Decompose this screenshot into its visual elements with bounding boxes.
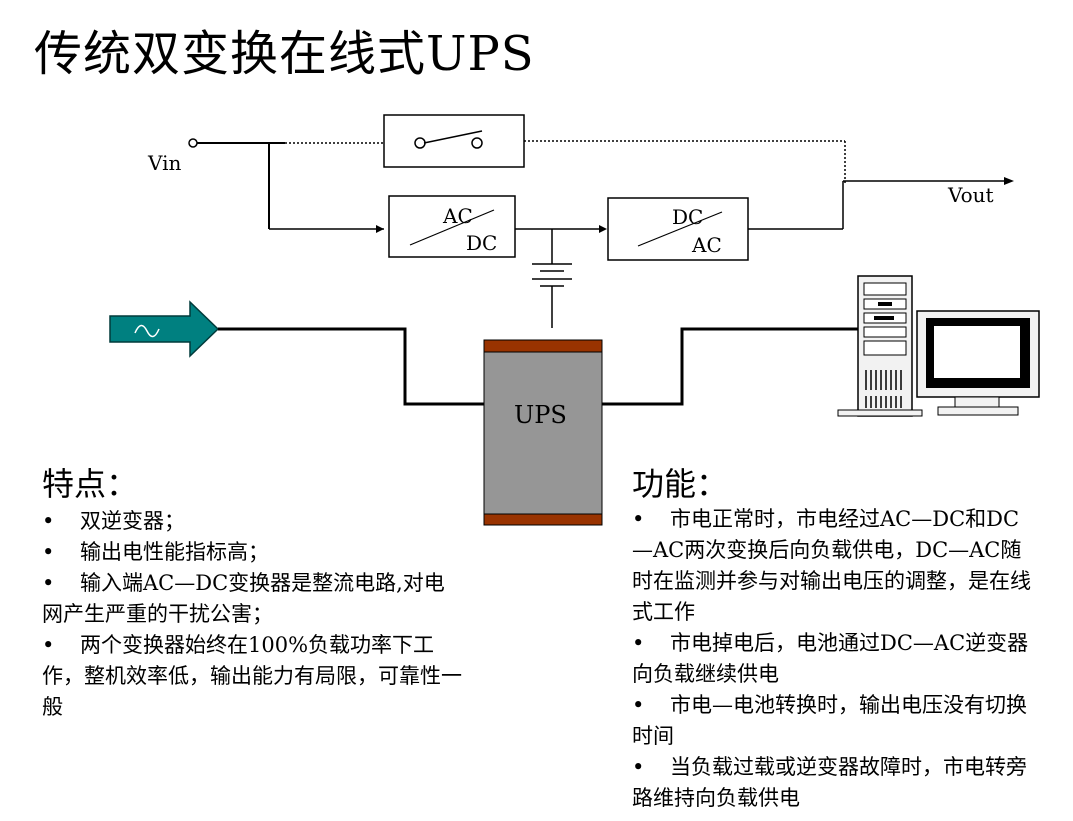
- rectifier-diagonal: [409, 209, 495, 246]
- list-item: • 输出电性能指标高；: [42, 537, 462, 568]
- switch-contact-left: [414, 137, 426, 149]
- monitor-icon: [916, 310, 1040, 416]
- features-list: •双逆变器； •输出电性能指标高； •输入端AC—DC变换器是整流电路,对电网产…: [42, 506, 462, 723]
- vout-arrow: [1004, 177, 1014, 185]
- rectifier-box: [388, 195, 516, 258]
- bullet: •: [42, 571, 55, 595]
- functions-title: 功能：: [632, 465, 729, 503]
- bullet: •: [632, 693, 645, 717]
- inverter-bottom-label: AC: [691, 233, 722, 257]
- functions-list: •市电正常时，市电经过AC—DC和DC—AC两次变换后向负载供电，DC—AC随时…: [632, 504, 1032, 814]
- vout-label: Vout: [947, 183, 994, 207]
- page-title: 传统双变换在线式UPS: [34, 26, 535, 82]
- list-item: •市电—电池转换时，输出电压没有切换时间: [632, 690, 1032, 752]
- vin-label: Vin: [147, 151, 181, 175]
- bullet: •: [42, 633, 55, 657]
- list-item: •市电正常时，市电经过AC—DC和DC—AC两次变换后向负载供电，DC—AC随时…: [632, 504, 1032, 628]
- ups-output-wire: [602, 327, 858, 406]
- bullet: •: [42, 540, 55, 564]
- function-text: 市电掉电后，电池通过DC—AC逆变器向负载继续供电: [632, 631, 1029, 686]
- inverter-top-label: DC: [672, 205, 703, 229]
- features-title: 特点：: [42, 465, 139, 503]
- function-text: 当负载过载或逆变器故障时，市电转旁路维持向负载供电: [632, 755, 1027, 810]
- mains-wire: [218, 327, 484, 406]
- feature-text: 双逆变器；: [80, 509, 185, 533]
- switch-contact-right: [471, 137, 483, 149]
- ups-label: UPS: [514, 401, 567, 429]
- ac-wave-icon: [134, 324, 160, 338]
- computer-tower-icon: [837, 275, 923, 417]
- list-item: •市电掉电后，电池通过DC—AC逆变器向负载继续供电: [632, 628, 1032, 690]
- function-text: 市电正常时，市电经过AC—DC和DC—AC两次变换后向负载供电，DC—AC随时在…: [632, 507, 1031, 624]
- list-item: •当负载过载或逆变器故障时，市电转旁路维持向负载供电: [632, 752, 1032, 814]
- list-item: •两个变换器始终在100%负载功率下工作，整机效率低，输出能力有局限，可靠性一般: [42, 630, 462, 723]
- list-item: •输入端AC—DC变换器是整流电路,对电网产生严重的干扰公害；: [42, 568, 462, 630]
- feature-text: 输出电性能指标高；: [80, 540, 269, 564]
- feature-text: 两个变换器始终在100%负载功率下工作，整机效率低，输出能力有局限，可靠性一般: [42, 633, 462, 719]
- ups-body: [483, 351, 603, 515]
- bullet: •: [42, 509, 55, 533]
- switch-blade: [423, 130, 483, 144]
- inverter-diagonal: [637, 211, 723, 247]
- mains-input-arrow: [109, 300, 220, 358]
- rectifier-bottom-label: DC: [466, 231, 497, 255]
- bypass-switch-box: [383, 114, 525, 168]
- rectifier-top-label: AC: [442, 204, 473, 228]
- bullet: •: [632, 631, 645, 655]
- feature-text: 输入端AC—DC变换器是整流电路,对电网产生严重的干扰公害；: [42, 571, 445, 626]
- to-inverter-arrow: [599, 225, 607, 233]
- list-item: • 双逆变器；: [42, 506, 462, 537]
- ups-bottom-cap: [483, 513, 603, 526]
- bullet: •: [632, 755, 645, 779]
- to-rectifier-arrow: [376, 225, 384, 233]
- function-text: 市电—电池转换时，输出电压没有切换时间: [632, 693, 1027, 748]
- bullet: •: [632, 507, 645, 531]
- ups-top-cap: [483, 339, 603, 353]
- vin-terminal: [188, 138, 198, 148]
- inverter-box: [607, 197, 749, 261]
